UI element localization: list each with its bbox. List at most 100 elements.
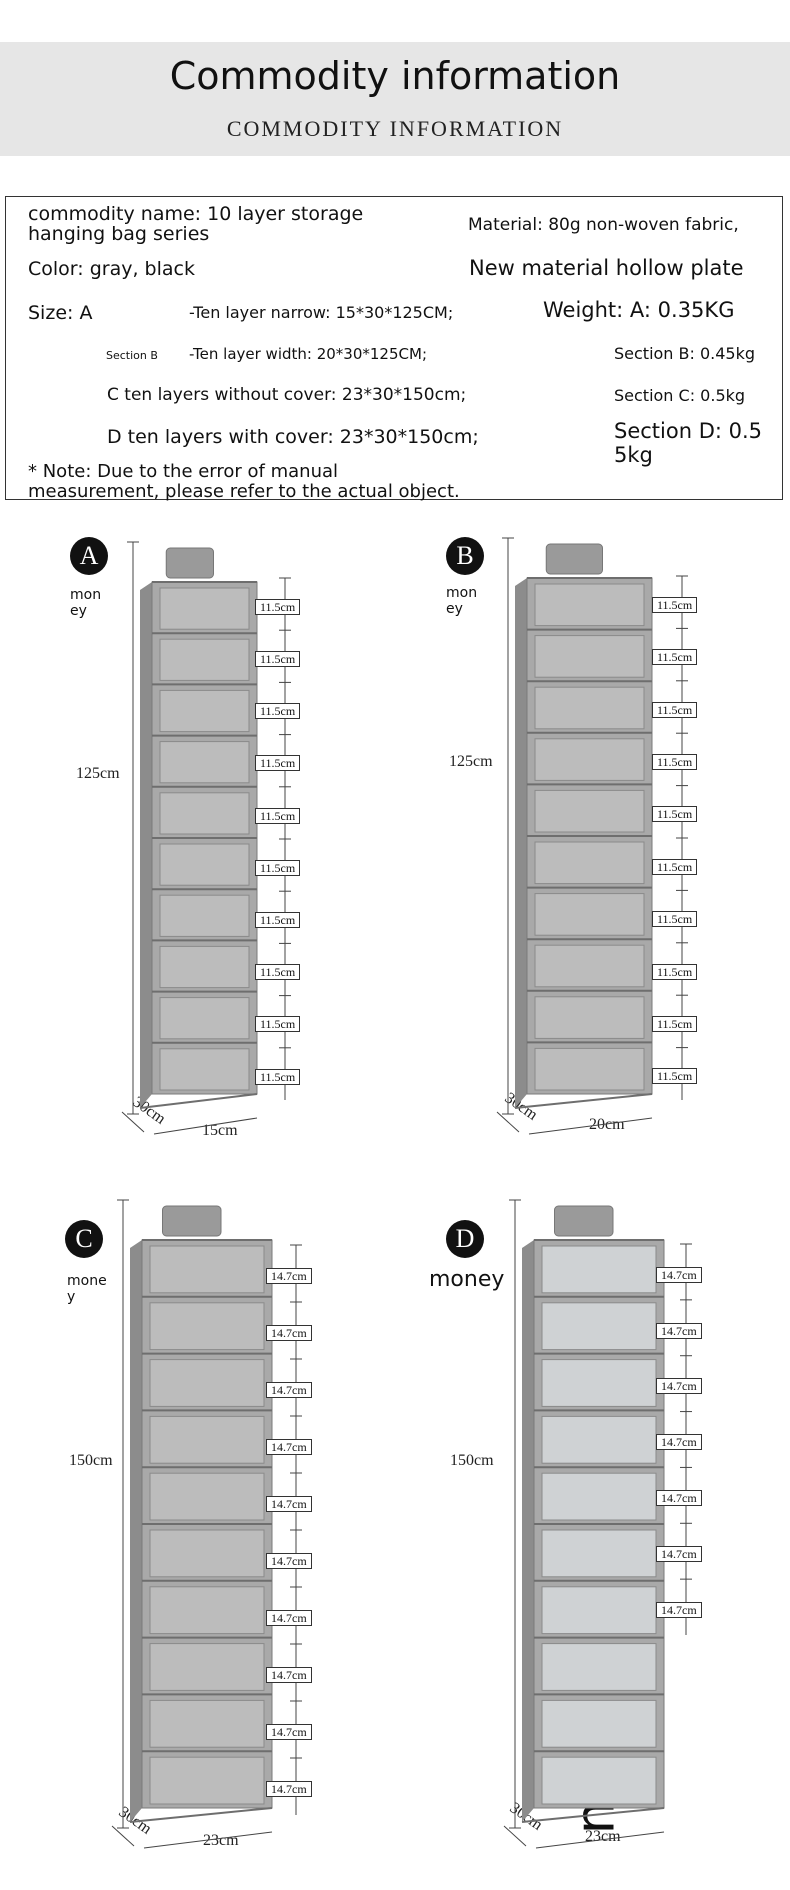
product-c-base-edge xyxy=(129,1807,273,1823)
product-b-hanger xyxy=(545,543,603,575)
product-b-compartment xyxy=(534,841,645,885)
height-label-b: 125cm xyxy=(449,753,493,770)
product-b-drawing xyxy=(496,537,688,1135)
product-b-shelf-height-label: 11.5cm xyxy=(652,754,698,771)
width-label-b: 20cm xyxy=(589,1116,625,1133)
weight-a: Weight: A: 0.35KG xyxy=(543,298,735,322)
product-c-side-panel xyxy=(130,1240,142,1822)
product-b-shelf-height-label: 11.5cm xyxy=(652,963,698,980)
weight-d-cont: 5kg xyxy=(614,443,653,467)
product-b-compartment xyxy=(534,686,645,730)
product-b-shelf-height-label: 11.5cm xyxy=(652,649,698,666)
product-c-compartment xyxy=(149,1586,265,1635)
product-c-compartment xyxy=(149,1699,265,1748)
product-b-base-edge xyxy=(514,1093,653,1109)
page-subtitle: COMMODITY INFORMATION xyxy=(226,116,564,141)
commodity-name: commodity name: 10 layer storage xyxy=(28,203,364,225)
product-c-compartment xyxy=(149,1529,265,1578)
product-c-compartment xyxy=(149,1245,265,1294)
money-label-d: money xyxy=(429,1267,505,1292)
product-a-compartment xyxy=(159,587,250,630)
product-c-compartment xyxy=(149,1359,265,1407)
material-2: New material hollow plate xyxy=(469,256,744,280)
product-a-compartment xyxy=(159,741,250,784)
product-c-width-line xyxy=(143,1831,273,1849)
product-b-compartment xyxy=(534,1047,645,1091)
product-c-shelf-height-label: 14.7cm xyxy=(266,1496,312,1513)
product-b-shelf-height-label: 11.5cm xyxy=(652,806,698,823)
product-c-compartment xyxy=(149,1643,265,1691)
product-a-width-line xyxy=(153,1117,258,1135)
product-c-shelf-height-label: 14.7cm xyxy=(266,1781,312,1798)
size-c: C ten layers without cover: 23*30*150cm; xyxy=(107,385,467,405)
product-c-shelf-height-label: 14.7cm xyxy=(266,1610,312,1627)
product-c-compartment xyxy=(149,1415,265,1464)
note-cont: measurement, please refer to the actual … xyxy=(28,481,460,502)
header-banner xyxy=(0,42,790,156)
product-a-compartment xyxy=(159,1048,250,1091)
product-d-side-panel xyxy=(522,1240,534,1822)
color-info: Color: gray, black xyxy=(28,258,195,280)
product-b-shelf-height-label: 11.5cm xyxy=(652,858,698,875)
product-a-compartment xyxy=(159,689,250,733)
product-a-shelf-height-label: 11.5cm xyxy=(255,1016,301,1033)
product-d-compartment xyxy=(541,1415,657,1464)
product-a-depth-line xyxy=(121,1111,145,1133)
badge-a: A xyxy=(70,537,108,575)
product-d-compartment xyxy=(541,1529,657,1578)
height-label-a: 125cm xyxy=(76,765,120,782)
product-d-compartment xyxy=(541,1359,657,1407)
width-label-c: 23cm xyxy=(203,1832,239,1849)
product-b-width-line xyxy=(528,1117,653,1135)
weight-d: Section D: 0.5 xyxy=(614,419,763,443)
product-a-shelf-height-label: 11.5cm xyxy=(255,755,301,772)
product-c-compartment xyxy=(149,1302,265,1351)
product-d-compartment xyxy=(541,1586,657,1635)
product-a-compartment xyxy=(159,945,250,989)
size-b: -Ten layer width: 20*30*125CM; xyxy=(189,345,427,363)
product-b-side-panel xyxy=(515,578,527,1108)
money-label-a: mon ey xyxy=(70,587,102,619)
product-d-compartment xyxy=(541,1302,657,1351)
product-a-shelf-height-label: 11.5cm xyxy=(255,598,301,615)
product-c-shelf-height-label: 14.7cm xyxy=(266,1553,312,1570)
product-b-compartment xyxy=(534,789,645,833)
product-a-compartment xyxy=(159,894,250,937)
product-a-shelf-height-label: 11.5cm xyxy=(255,807,301,824)
product-a-base-edge xyxy=(139,1093,258,1109)
product-b-compartment xyxy=(534,583,645,627)
product-c-compartment xyxy=(149,1756,265,1805)
product-d-hanger xyxy=(554,1205,614,1237)
product-c-shelf-height-label: 14.7cm xyxy=(266,1382,312,1399)
product-a-drawing xyxy=(121,541,291,1135)
product-d-shelf-height-label: 14.7cm xyxy=(656,1378,702,1395)
commodity-name-cont: hanging bag series xyxy=(28,223,210,245)
product-c-drawing xyxy=(111,1199,302,1849)
product-d-compartment xyxy=(541,1472,657,1521)
product-d-shelf-height-label: 14.7cm xyxy=(656,1266,702,1283)
badge-b: B xyxy=(446,537,484,575)
product-c-shelf-height-label: 14.7cm xyxy=(266,1325,312,1342)
product-d-compartment xyxy=(541,1756,657,1805)
product-b-shelf-height-label: 11.5cm xyxy=(652,1068,698,1085)
product-a-compartment xyxy=(159,638,250,681)
product-c-depth-line xyxy=(111,1825,135,1847)
product-d-shelf-height-label: 14.7cm xyxy=(656,1322,702,1339)
badge-c: C xyxy=(65,1220,103,1258)
material: Material: 80g non-woven fabric, xyxy=(468,215,739,235)
product-a-shelf-height-label: 11.5cm xyxy=(255,911,301,928)
product-d-base-edge xyxy=(521,1807,665,1823)
product-a-shelf-height-label: 11.5cm xyxy=(255,964,301,981)
product-a-shelf-height-label: 11.5cm xyxy=(255,703,301,720)
size-label: Size: A xyxy=(28,302,93,324)
section-b-label: Section B xyxy=(106,349,158,362)
product-d-compartment xyxy=(541,1245,657,1294)
product-d-shelf-height-label: 14.7cm xyxy=(656,1546,702,1562)
money-label-c: mone y xyxy=(67,1273,107,1305)
page-title: Commodity information xyxy=(169,54,621,98)
product-c-shelf-height-label: 14.7cm xyxy=(266,1667,312,1684)
product-b-compartment xyxy=(534,944,645,988)
product-b-compartment xyxy=(534,738,645,781)
product-d-drawing xyxy=(503,1199,692,1849)
